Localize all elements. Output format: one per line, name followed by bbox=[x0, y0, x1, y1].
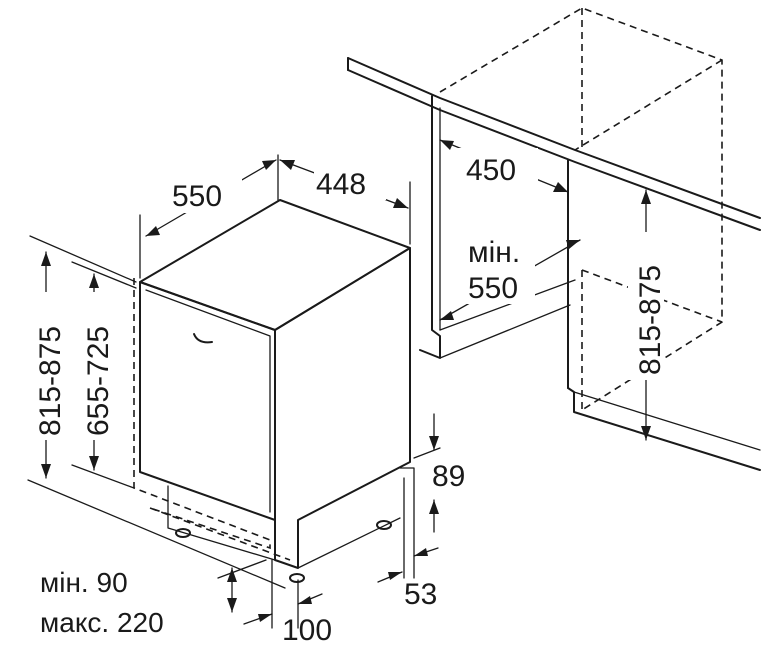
dim-100-label: 100 bbox=[282, 614, 332, 647]
ext-89-top bbox=[413, 447, 441, 459]
dim-plinth-arrow-top bbox=[227, 568, 237, 582]
door-inner-edge bbox=[145, 289, 271, 513]
left-cabinet-side bbox=[419, 95, 441, 359]
dim-plinth-min-label: мін. 90 bbox=[40, 567, 128, 598]
right-cabinet-bottom bbox=[567, 387, 761, 471]
niche-dashed-back bbox=[439, 7, 723, 411]
dishwasher bbox=[133, 199, 411, 583]
dim-89-arrow-bottom bbox=[429, 500, 439, 514]
dishwasher-dimensions: 550 448 815-875 655-725 89 bbox=[27, 154, 465, 647]
dim-53-arrow-left bbox=[388, 572, 402, 580]
plinth-profile-outer bbox=[399, 467, 415, 579]
front-left-foot bbox=[175, 528, 191, 538]
dim-448-label: 448 bbox=[316, 168, 366, 201]
dim-550-arrow-right bbox=[262, 160, 276, 170]
dim-550-arrow-left bbox=[146, 226, 160, 236]
base-side bbox=[297, 517, 401, 569]
dim-100-arrow-left bbox=[258, 614, 272, 622]
plinth-left bbox=[439, 304, 571, 359]
dim-815-left-arrow-top bbox=[41, 252, 51, 266]
niche-dashed-top bbox=[574, 59, 723, 151]
ext-plinth-top bbox=[217, 559, 267, 579]
worktop-top-edge bbox=[347, 57, 761, 219]
dim-655-arrow-top bbox=[89, 274, 99, 288]
door-dashed-bottom bbox=[149, 507, 291, 561]
dim-815-right-arrow-top bbox=[641, 190, 651, 204]
back-right-foot bbox=[376, 520, 392, 530]
dim-niche-height-label: 815-875 bbox=[634, 265, 667, 375]
front-right-foot bbox=[289, 573, 305, 583]
dim-plinth-arrow-bottom bbox=[227, 598, 237, 612]
dim-815-left-arrow-bottom bbox=[41, 464, 51, 478]
door-handle bbox=[193, 333, 213, 344]
dim-550-niche-arrow-low bbox=[440, 311, 454, 320]
kitchen-niche: 450 мін. 550 815-875 bbox=[347, 7, 761, 471]
dim-100-arrow-right bbox=[298, 596, 312, 604]
dim-niche-min-label: мін. bbox=[468, 236, 520, 269]
dim-niche-550-label: 550 bbox=[468, 272, 518, 305]
dim-815-right-arrow-bottom bbox=[641, 426, 651, 440]
base-front bbox=[167, 485, 276, 561]
ref-door-bottom bbox=[71, 464, 135, 489]
dim-53-arrow-right bbox=[414, 548, 428, 556]
dim-450-label: 450 bbox=[466, 154, 516, 187]
ref-top-left bbox=[29, 235, 137, 283]
dishwasher-door bbox=[139, 281, 276, 521]
dishwasher-side bbox=[274, 247, 411, 569]
door-dashed-outline bbox=[133, 278, 271, 550]
dim-89-arrow-top bbox=[429, 436, 439, 450]
dim-448-arrow-right bbox=[393, 198, 408, 208]
niche-floor-left bbox=[439, 279, 576, 331]
dim-550-label: 550 bbox=[172, 180, 222, 213]
ref-door-top bbox=[71, 261, 137, 289]
dim-550-niche-arrow-high bbox=[566, 240, 580, 249]
dim-655-arrow-bottom bbox=[89, 456, 99, 470]
dim-450-arrow-right bbox=[553, 182, 568, 192]
dim-door-height-label: 655-725 bbox=[82, 326, 115, 436]
dim-450-arrow-left bbox=[440, 140, 454, 150]
right-cabinet-base bbox=[573, 391, 761, 451]
ref-floor bbox=[27, 479, 286, 589]
dishwasher-top bbox=[139, 199, 411, 331]
worktop-bottom-edge bbox=[347, 69, 761, 231]
dim-53-label: 53 bbox=[404, 578, 437, 611]
dim-89-label: 89 bbox=[432, 460, 465, 493]
dim-448-arrow-left bbox=[280, 160, 295, 170]
dim-plinth-max-label: макс. 220 bbox=[40, 607, 164, 638]
dim-appliance-height-label: 815-875 bbox=[34, 326, 67, 436]
